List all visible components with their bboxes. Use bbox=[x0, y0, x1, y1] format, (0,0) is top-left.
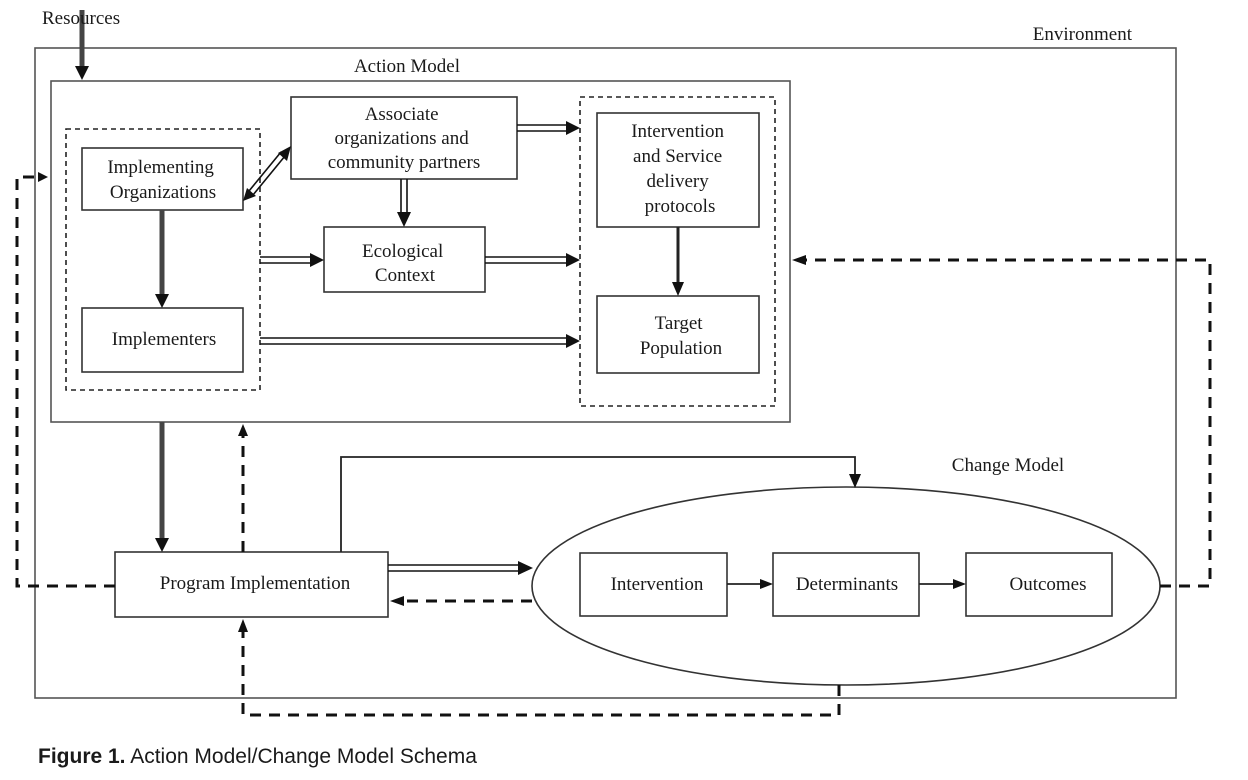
associate-organizations-box bbox=[290, 96, 518, 180]
intervention-label: Intervention bbox=[611, 574, 704, 595]
intervention-protocols-box bbox=[596, 112, 760, 228]
figure-caption-number: Figure 1. bbox=[38, 745, 126, 768]
resources-label: Resources bbox=[42, 8, 120, 29]
change-model-label: Change Model bbox=[952, 455, 1064, 476]
implementers-label: Implementers bbox=[112, 329, 216, 350]
environment-frame bbox=[34, 47, 1177, 699]
arrow-determinants-to-outcomes bbox=[919, 579, 966, 589]
determinants-box bbox=[772, 552, 920, 617]
figure-caption-text: Action Model/Change Model Schema bbox=[126, 745, 478, 768]
implementing-organizations-label: Implementing Organizations bbox=[107, 157, 218, 203]
arrow-implementers-to-delivery-group bbox=[260, 334, 580, 348]
arrow-ecological-context-to-delivery-group bbox=[485, 253, 580, 267]
arrow-associate-to-ecological-context bbox=[397, 179, 411, 227]
figure-caption: Figure 1. Action Model/Change Model Sche… bbox=[38, 745, 477, 768]
arrow-protocols-to-target-population bbox=[672, 227, 684, 296]
implementing-group-dashed-box bbox=[65, 128, 261, 391]
arrow-organizations-associate-bidirectional bbox=[243, 146, 291, 201]
arrow-implementing-group-to-ecological-context bbox=[260, 253, 324, 267]
program-implementation-box bbox=[114, 551, 389, 618]
environment-label: Environment bbox=[1033, 24, 1133, 45]
arrow-program-implementation-to-change-model-top bbox=[340, 456, 861, 552]
determinants-label: Determinants bbox=[796, 574, 898, 595]
outcomes-label: Outcomes bbox=[1009, 574, 1086, 595]
ecological-context-label: Ecological Context bbox=[362, 241, 448, 286]
associate-organizations-label: Associate organizations and community pa… bbox=[328, 104, 481, 173]
action-model-frame bbox=[50, 80, 791, 423]
dashed-loop-outcomes-to-action-model bbox=[792, 255, 1212, 588]
intervention-box bbox=[579, 552, 728, 617]
ecological-context-box bbox=[323, 226, 486, 293]
intervention-protocols-label: Intervention and Service delivery protoc… bbox=[631, 121, 729, 217]
resources-arrowhead bbox=[75, 66, 89, 80]
arrow-organizations-to-implementers bbox=[155, 210, 169, 308]
dashed-arrow-change-model-to-program-implementation bbox=[390, 596, 532, 606]
action-model-label: Action Model bbox=[354, 56, 460, 77]
implementers-box bbox=[81, 307, 244, 373]
target-population-label: Target Population bbox=[640, 313, 723, 359]
arrow-program-implementation-to-change-model bbox=[388, 561, 533, 575]
arrow-action-model-to-program-implementation bbox=[155, 422, 169, 552]
dashed-loop-program-implementation-to-implementing-organizations bbox=[15, 172, 115, 588]
program-implementation-label: Program Implementation bbox=[160, 573, 351, 594]
arrow-associate-to-intervention-protocols bbox=[517, 121, 580, 135]
dashed-arrow-program-implementation-to-action-model bbox=[238, 424, 248, 552]
outcomes-box bbox=[965, 552, 1113, 617]
target-population-box bbox=[596, 295, 760, 374]
dashed-loop-change-model-bottom-to-program-implementation bbox=[238, 619, 841, 717]
arrow-intervention-to-determinants bbox=[727, 579, 773, 589]
implementing-organizations-box bbox=[81, 147, 244, 211]
